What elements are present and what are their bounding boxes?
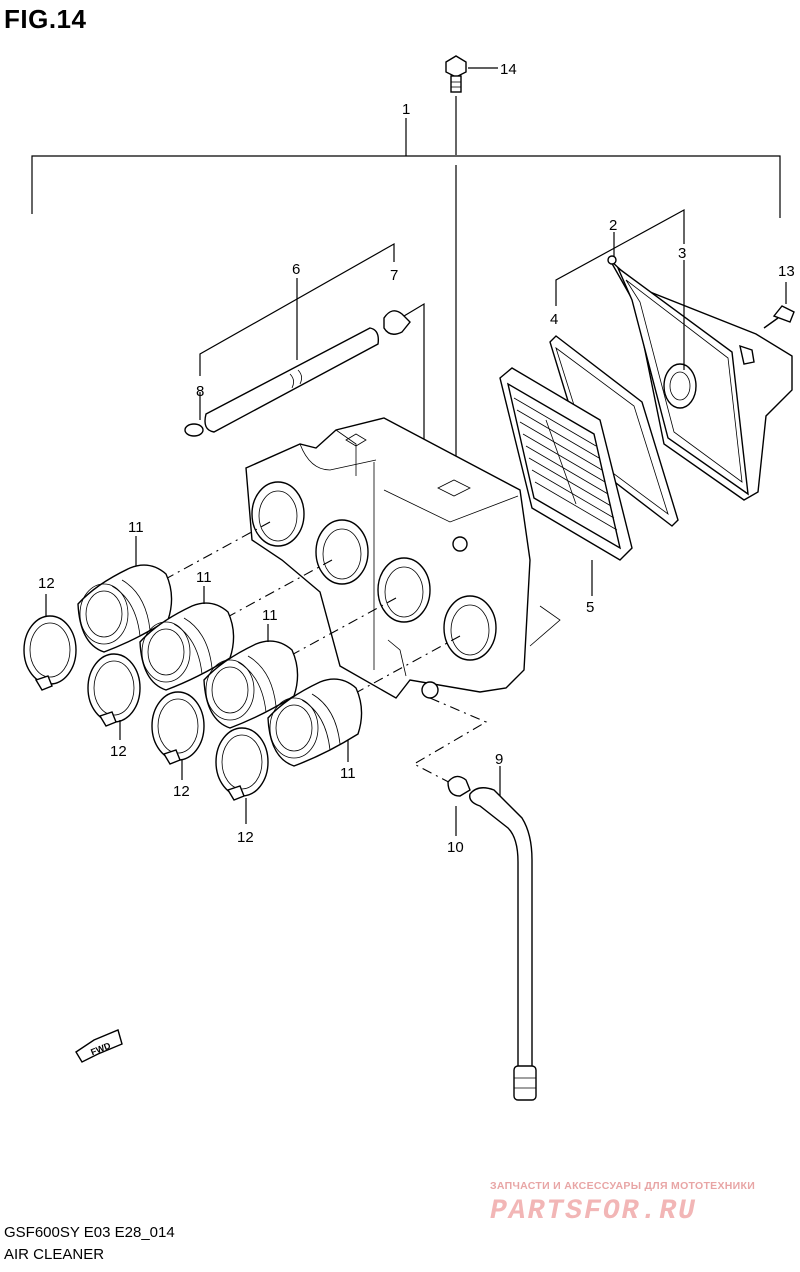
intake-port-icon: [251, 481, 497, 661]
callout-1: 1: [402, 101, 410, 118]
callout-14: 14: [500, 61, 517, 78]
hose-6-icon: [204, 327, 380, 433]
callout-labels: 14 1 2 3 13 4 6 7 8 11 11 11 11 12 12 12…: [38, 61, 795, 856]
callout-10: 10: [447, 839, 464, 856]
callout-11-d: 11: [340, 765, 356, 782]
callout-2: 2: [609, 217, 617, 234]
callout-5: 5: [586, 599, 594, 616]
figure-title: FIG.14: [4, 4, 87, 34]
callout-12-b: 12: [110, 743, 127, 760]
drain-hose-9-icon: [469, 787, 537, 1101]
screw-13-icon: [763, 305, 795, 329]
callout-6: 6: [292, 261, 300, 278]
callout-7: 7: [390, 267, 398, 284]
callout-11-b: 11: [196, 569, 212, 586]
callout-12-d: 12: [237, 829, 254, 846]
callout-12-a: 12: [38, 575, 55, 592]
clamp-12-icon: [23, 615, 269, 801]
callout-3: 3: [678, 245, 686, 262]
clip-8-icon: [184, 423, 204, 437]
filter-element-5-icon: [499, 367, 633, 561]
clip-7-icon: [383, 310, 411, 335]
air-cleaner-cap-2-icon: [607, 255, 793, 501]
assembly-name: AIR CLEANER: [4, 1246, 105, 1263]
clip-10-icon: [447, 775, 471, 797]
fwd-arrow-icon: FWD: [75, 1029, 123, 1063]
callout-11-c: 11: [262, 607, 278, 624]
callout-12-c: 12: [173, 783, 190, 800]
callout-8: 8: [196, 383, 204, 400]
callout-13: 13: [778, 263, 795, 280]
callout-11-a: 11: [128, 519, 144, 536]
watermark-logo: PARTSFOR.RU: [490, 1196, 697, 1227]
model-code: GSF600SY E03 E28_014: [4, 1224, 175, 1241]
bolt-14-icon: [445, 55, 467, 93]
callout-9: 9: [495, 751, 503, 768]
watermark-tagline: ЗАПЧАСТИ И АКСЕССУАРЫ ДЛЯ МОТОТЕХНИКИ: [490, 1180, 756, 1192]
intake-pipe-11-icon: [77, 564, 363, 767]
callout-4: 4: [550, 311, 558, 328]
